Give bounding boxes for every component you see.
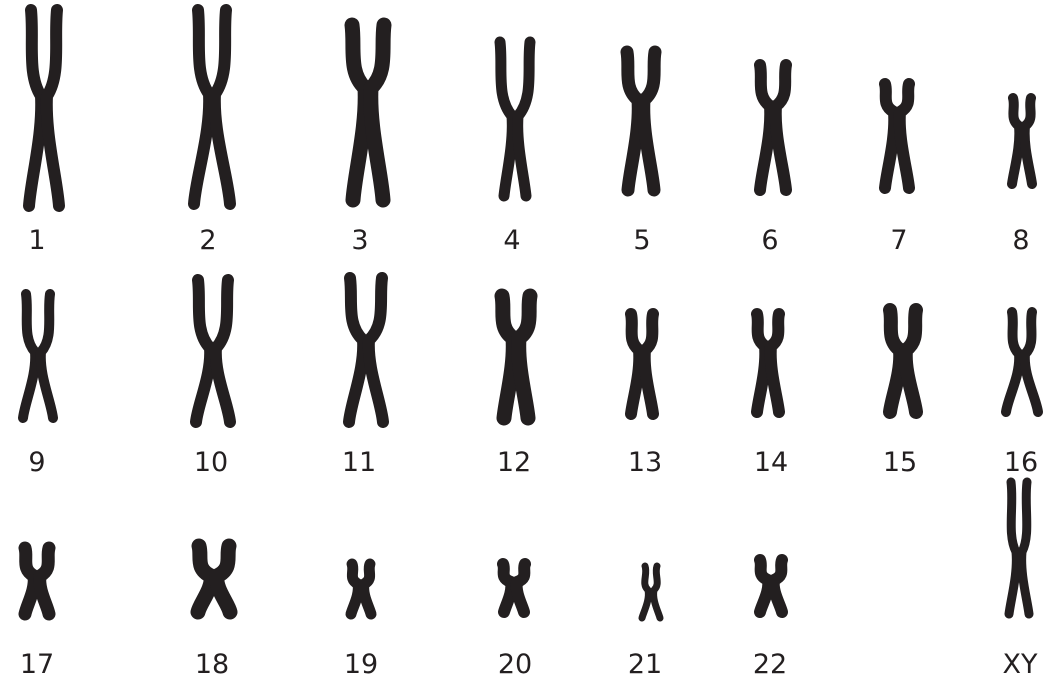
chromatid-right <box>644 52 655 190</box>
chromatid-right <box>906 310 916 412</box>
chromatid-left <box>627 52 638 190</box>
chromatid-left <box>760 65 770 190</box>
chromatid-left <box>1006 312 1019 412</box>
chromosome-label-7: 7 <box>890 225 907 256</box>
chromatid-right <box>40 548 49 614</box>
chromosome-19 <box>351 564 371 614</box>
chromosome-10 <box>196 280 230 422</box>
chromosome-4 <box>500 42 530 196</box>
chromosome-17 <box>25 548 49 614</box>
chromosome-13 <box>631 314 653 414</box>
chromatid-right <box>1025 312 1038 412</box>
chromatid-right <box>216 280 230 422</box>
chromatid-left <box>25 548 34 614</box>
chromatid-right <box>47 10 59 206</box>
chromosome-1 <box>29 10 59 206</box>
chromosome-6 <box>760 65 786 190</box>
chromosome-layer <box>23 10 1038 618</box>
chromatid-right <box>1025 98 1032 184</box>
chromosome-label-21: 21 <box>628 649 662 679</box>
chromatid-right <box>215 10 230 204</box>
chromosome-label-4: 4 <box>503 225 520 256</box>
chromatid-right <box>519 296 530 418</box>
chromatid-left <box>890 310 900 412</box>
chromatid-right <box>645 314 653 414</box>
chromosome-label-10: 10 <box>194 447 228 478</box>
chromatid-left <box>1009 482 1016 614</box>
chromatid-right <box>41 294 53 418</box>
chromosome-label-22: 22 <box>753 649 787 679</box>
chromatid-left <box>631 314 639 414</box>
chromosome-label-11: 11 <box>342 447 376 478</box>
chromosome-15 <box>890 310 916 412</box>
chromosome-label-2: 2 <box>199 225 216 256</box>
chromatid-left <box>351 564 358 614</box>
chromosome-label-XY: XY <box>1003 649 1038 679</box>
chromosome-12 <box>502 296 530 418</box>
chromatid-left <box>1012 98 1019 184</box>
chromatid-left <box>760 560 768 612</box>
chromatid-left <box>29 10 41 206</box>
chromosome-label-18: 18 <box>195 649 229 679</box>
chromosome-18 <box>198 546 230 612</box>
chromatid-right <box>771 314 779 412</box>
chromosome-label-13: 13 <box>628 447 662 478</box>
chromatid-right <box>518 42 530 196</box>
chromatid-left <box>500 42 512 196</box>
chromatid-left <box>198 546 211 612</box>
chromosome-label-16: 16 <box>1004 447 1038 478</box>
chromatid-right <box>1022 482 1029 614</box>
chromatid-right <box>900 84 909 188</box>
chromatid-right <box>364 564 371 614</box>
chromosome-label-19: 19 <box>344 649 378 679</box>
chromosome-label-17: 17 <box>20 649 54 679</box>
chromosome-16 <box>1006 312 1038 412</box>
chromatid-left <box>352 25 365 200</box>
chromatid-left <box>194 10 209 204</box>
chromosome-14 <box>757 314 779 412</box>
chromosome-label-15: 15 <box>883 447 917 478</box>
chromatid-left <box>23 294 35 418</box>
chromatid-left <box>503 564 511 612</box>
chromosome-label-20: 20 <box>498 649 532 679</box>
chromatid-right <box>369 278 383 422</box>
chromatid-right <box>217 546 230 612</box>
chromatid-right <box>371 25 384 200</box>
chromosome-11 <box>349 278 383 422</box>
chromosome-label-6: 6 <box>761 225 778 256</box>
chromosome-9 <box>23 294 53 418</box>
chromosome-5 <box>627 52 655 190</box>
chromatid-right <box>774 560 782 612</box>
chromosome-21 <box>642 566 660 618</box>
chromosome-XY <box>1009 482 1029 614</box>
chromosome-label-1: 1 <box>28 225 45 256</box>
chromosome-label-12: 12 <box>497 447 531 478</box>
chromosome-2 <box>194 10 230 204</box>
chromosome-label-5: 5 <box>633 225 650 256</box>
chromosome-7 <box>885 84 909 188</box>
chromosome-3 <box>352 25 384 200</box>
chromosome-label-14: 14 <box>754 447 788 478</box>
chromatid-right <box>517 564 525 612</box>
chromosome-22 <box>760 560 782 612</box>
chromosome-8 <box>1012 98 1032 184</box>
chromatid-right <box>654 566 660 618</box>
chromatid-left <box>885 84 894 188</box>
chromatid-left <box>757 314 765 412</box>
chromosome-label-8: 8 <box>1012 225 1029 256</box>
chromatid-left <box>349 278 363 422</box>
chromatid-right <box>776 65 786 190</box>
chromosome-label-3: 3 <box>351 225 368 256</box>
chromosome-20 <box>503 564 525 612</box>
chromatid-left <box>642 566 648 618</box>
chromosome-label-9: 9 <box>28 447 45 478</box>
chromatid-left <box>196 280 210 422</box>
